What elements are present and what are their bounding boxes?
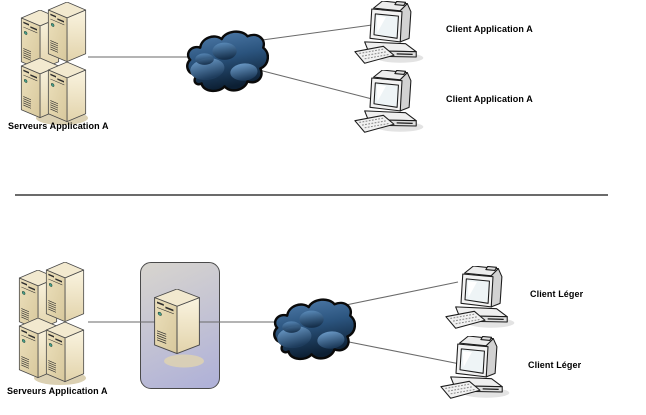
gateway-server-icon (153, 289, 204, 368)
desktop-computer-icon (352, 70, 436, 134)
desktop-computer-icon (352, 1, 436, 65)
server-stack-icon (18, 262, 86, 386)
bottom-client2-label: Client Léger (528, 360, 582, 370)
top-client2-label: Client Application A (446, 94, 533, 104)
desktop-computer-icon (438, 336, 522, 400)
bottom-servers-label: Serveurs Application A (7, 386, 108, 396)
connector-bottom-cloud-client1 (340, 281, 459, 307)
top-servers-label: Serveurs Application A (8, 121, 109, 131)
connector-bottom-cloud-client2 (343, 340, 461, 365)
network-cloud-icon (270, 293, 356, 367)
desktop-computer-icon (443, 266, 527, 330)
network-cloud-icon (183, 25, 269, 99)
top-client1-label: Client Application A (446, 24, 533, 34)
connector-top-cloud-client1 (254, 24, 373, 42)
server-stack-icon (20, 2, 88, 126)
bottom-client1-label: Client Léger (530, 289, 584, 299)
connector-top-cloud-client2 (258, 69, 377, 101)
